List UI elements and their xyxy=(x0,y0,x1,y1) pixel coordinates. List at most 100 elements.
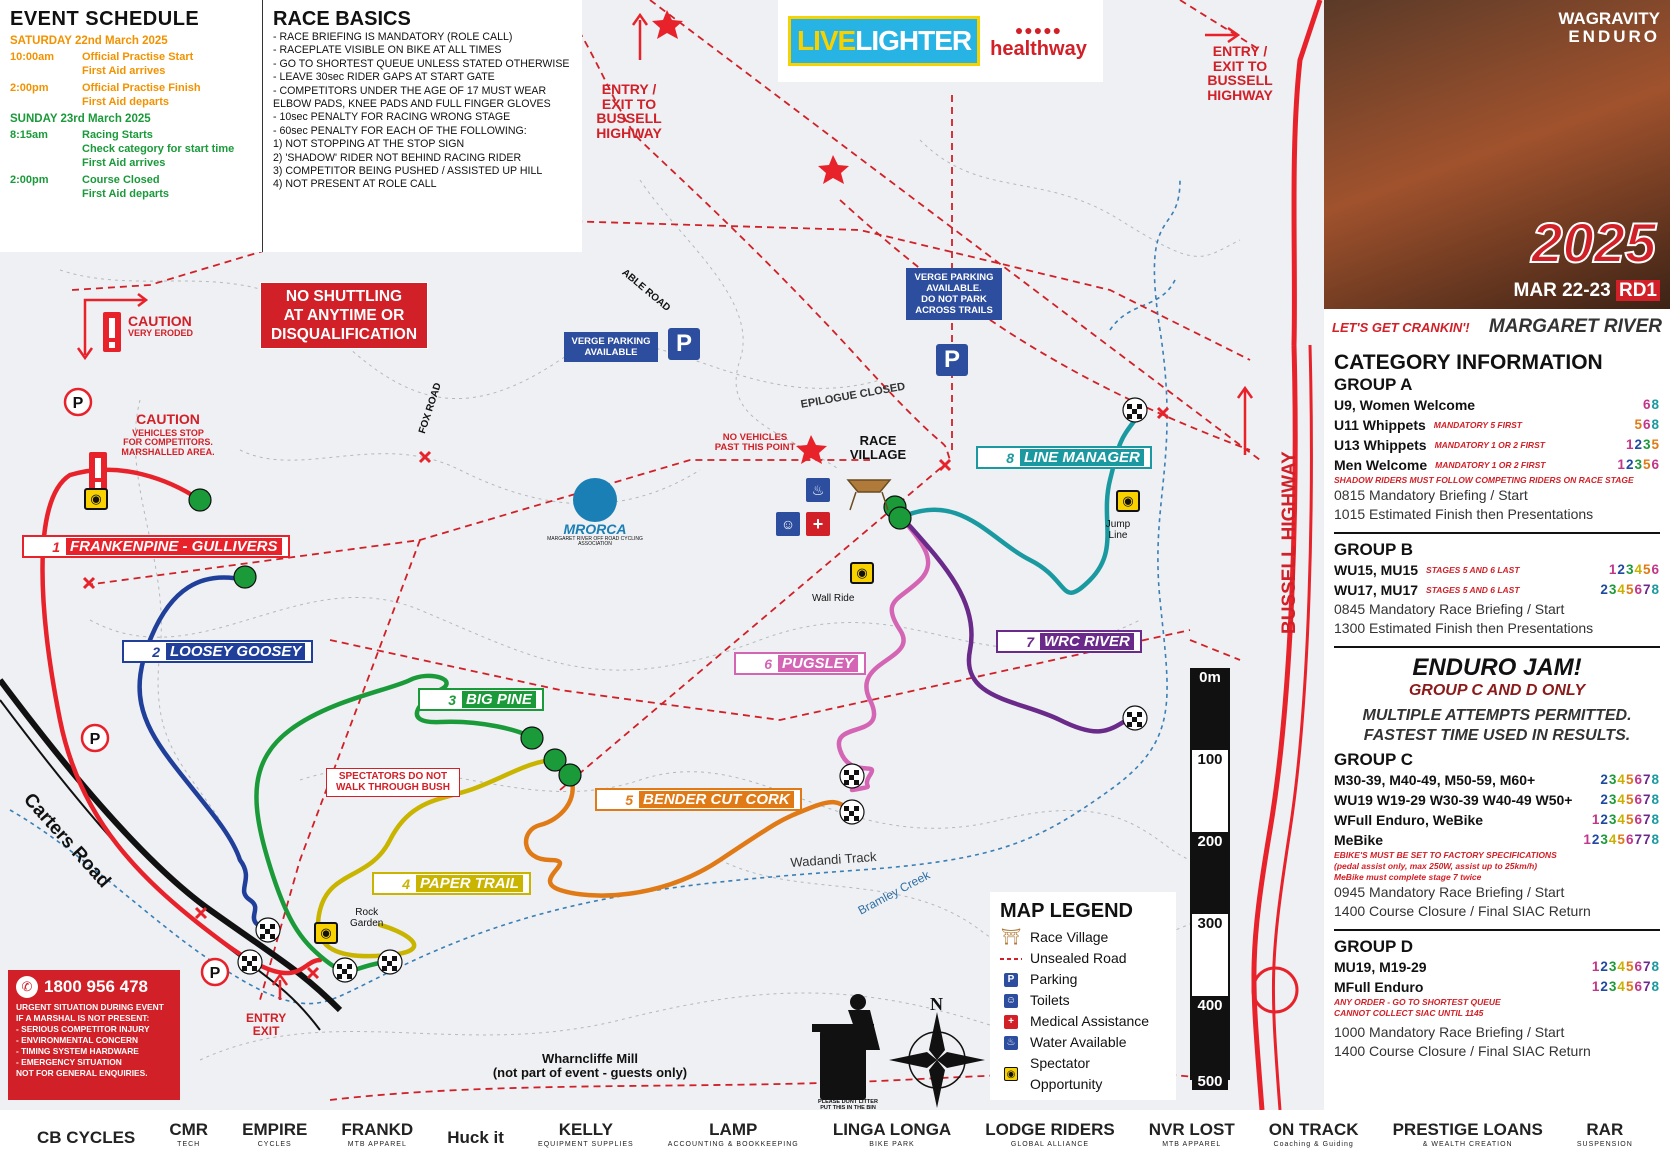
emergency-phone[interactable]: ✆1800 956 478 xyxy=(16,976,172,998)
category-stages: 1235 xyxy=(1625,437,1660,452)
category-stages: 123456 xyxy=(1608,562,1660,577)
scale-label: 300 xyxy=(1197,915,1223,932)
category-note: MANDATORY 5 FIRST xyxy=(1433,420,1522,430)
svg-text:P: P xyxy=(210,965,221,982)
legend-title: MAP LEGEND xyxy=(1000,900,1133,922)
wall-ride-label: Wall Ride xyxy=(812,593,855,604)
water-tap-icon: ♨ xyxy=(806,478,830,502)
category-stages: 68 xyxy=(1642,397,1660,412)
race-basics: RACE BASICS - RACE BRIEFING IS MANDATORY… xyxy=(262,0,582,252)
category-note: MANDATORY 1 OR 2 FIRST xyxy=(1434,440,1545,450)
legend-item: ☺Toilets xyxy=(1000,990,1166,1011)
phone-icon: ✆ xyxy=(16,976,38,998)
basics-item: - RACEPLATE VISIBLE ON BIKE AT ALL TIMES xyxy=(273,44,502,57)
ebike-note: (pedal assist only, max 250W, assist up … xyxy=(1334,861,1538,871)
group-d-info: 1400 Course Closure / Final SIAC Return xyxy=(1334,1043,1591,1059)
category-name: Men Welcome xyxy=(1334,457,1428,473)
parking-icon: P xyxy=(1000,972,1022,987)
group-d-note: ANY ORDER - GO TO SHORTEST QUEUE xyxy=(1334,997,1501,1007)
bussell-highway-label: BUSSELL HIGHWAY xyxy=(1279,451,1300,634)
basics-item: 4) NOT PRESENT AT ROLE CALL xyxy=(273,178,437,191)
legend-item: Unsealed Road xyxy=(1000,948,1166,969)
wave-icon xyxy=(573,478,617,522)
category-row: U9, Women Welcome 68 xyxy=(1334,395,1660,415)
category-row: MU19, M19-29 12345678 xyxy=(1334,957,1660,977)
category-name: MeBike xyxy=(1334,832,1384,848)
medical-icon: + xyxy=(1000,1014,1022,1029)
category-name: MU19, M19-29 xyxy=(1334,959,1427,975)
basics-item: - 10sec PENALTY FOR RACING WRONG STAGE xyxy=(273,111,511,124)
wharncliffe-label: Wharncliffe Mill(not part of event - gue… xyxy=(492,1051,688,1080)
category-name: U9, Women Welcome xyxy=(1334,397,1476,413)
category-stages: 12345678 xyxy=(1591,812,1660,827)
map-legend: MAP LEGEND ⛩Race Village Unsealed Road P… xyxy=(990,892,1176,1100)
scale-label: 400 xyxy=(1197,997,1223,1014)
category-name: WU17, MU17 xyxy=(1334,582,1419,598)
category-stages: 12345678 xyxy=(1591,959,1660,974)
poster-tagline: LET'S GET CRANKIN'! xyxy=(1332,319,1470,335)
group-b-info: 0845 Mandatory Race Briefing / Start xyxy=(1334,601,1565,617)
category-stages: 12356 xyxy=(1617,457,1660,472)
legend-item: ◉Spectator Opportunity xyxy=(1000,1053,1166,1095)
sponsor-logo: CB CYCLES xyxy=(37,1127,136,1147)
healthway-logo: ●●●●●healthway xyxy=(990,21,1087,60)
table-icon: ⛩ xyxy=(1000,929,1022,946)
north-label: N xyxy=(930,994,943,1014)
category-name: WU19 W19-29 W30-39 W40-49 W50+ xyxy=(1334,792,1573,808)
poster-date: MAR 22-23 RD1 xyxy=(1514,280,1660,302)
legend-item: ⛩Race Village xyxy=(1000,929,1109,946)
group-d-note: CANNOT COLLECT SIAC UNTIL 1145 xyxy=(1334,1008,1484,1018)
group-b-title: GROUP B xyxy=(1334,540,1414,559)
dashed-road-icon xyxy=(1000,956,1022,962)
camera-icon: ◉ xyxy=(1000,1067,1022,1081)
basics-list: - RACE BRIEFING IS MANDATORY (ROLE CALL)… xyxy=(273,31,572,192)
basics-item: - RACE BRIEFING IS MANDATORY (ROLE CALL) xyxy=(273,31,513,43)
medical-icon: + xyxy=(806,512,830,536)
legend-item: ♨Water Available xyxy=(1000,1032,1166,1053)
group-a-title: GROUP A xyxy=(1334,375,1413,394)
group-b-info: 1300 Estimated Finish then Presentations xyxy=(1334,620,1594,636)
category-information: CATEGORY INFORMATION GROUP A U9, Women W… xyxy=(1324,345,1670,1110)
category-title: CATEGORY INFORMATION xyxy=(1334,351,1603,374)
svg-text:P: P xyxy=(73,395,84,412)
sponsor-logo: PRESTIGE LOANS& WEALTH CREATION xyxy=(1392,1120,1543,1148)
sponsor-logo: Huck it xyxy=(447,1127,504,1147)
basics-item: 2) 'SHADOW' RIDER NOT BEHIND RACING RIDE… xyxy=(273,151,522,164)
group-c-title: GROUP C xyxy=(1334,750,1414,769)
group-d-info: 1000 Mandatory Race Briefing / Start xyxy=(1334,1024,1565,1040)
schedule-saturday: SATURDAY 22nd March 2025 xyxy=(10,35,168,47)
toilet-icon: ☺ xyxy=(776,512,800,536)
parking-badge: P xyxy=(668,328,700,360)
